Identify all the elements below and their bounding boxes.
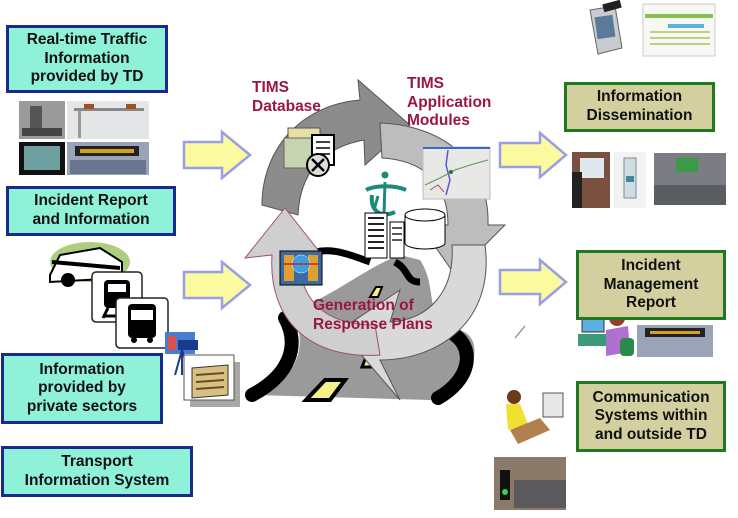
road-sign-photo bbox=[654, 153, 726, 205]
input-label-realtime-traffic: Real-time Traffic Information provided b… bbox=[26, 31, 148, 86]
tims-database-label: TIMS Database bbox=[252, 79, 321, 115]
decorative-line bbox=[514, 325, 526, 339]
gantry-sign-photo bbox=[67, 101, 149, 139]
flow-arrow-input-1 bbox=[182, 129, 252, 181]
input-box-incident-report: Incident Report and Information bbox=[6, 186, 176, 236]
output-label-communication-systems: Communication Systems within and outside… bbox=[592, 388, 710, 443]
database-cylinder-icon bbox=[404, 208, 446, 250]
server-icon bbox=[364, 212, 405, 259]
input-label-transport-info-system: Transport Information System bbox=[24, 452, 170, 489]
output-box-incident-management: Incident Management Report bbox=[576, 250, 726, 320]
traffic-camera-feed-photo bbox=[19, 142, 65, 175]
input-label-private-sectors: Information provided by private sectors bbox=[26, 360, 138, 415]
output-label-incident-management: Incident Management Report bbox=[603, 257, 699, 312]
cycle-arrow-response bbox=[339, 244, 487, 401]
video-camera-icon bbox=[165, 332, 198, 376]
input-box-realtime-traffic: Real-time Traffic Information provided b… bbox=[6, 25, 168, 93]
output-box-info-dissemination: Information Dissemination bbox=[564, 82, 715, 132]
traffic-light-photo bbox=[494, 457, 566, 510]
network-globe-icon bbox=[279, 250, 323, 286]
database-files-icon bbox=[283, 127, 335, 177]
website-screenshot bbox=[642, 3, 716, 57]
tims-modules-label: TIMS Application Modules bbox=[407, 75, 492, 130]
cycle-arrow-database bbox=[261, 78, 411, 216]
cycle-arrow-feedback bbox=[243, 207, 381, 356]
cycle-arrow-modules bbox=[379, 122, 507, 276]
map-screenshot bbox=[422, 146, 491, 200]
input-label-incident-report: Incident Report and Information bbox=[32, 192, 150, 228]
output-label-info-dissemination: Information Dissemination bbox=[586, 88, 693, 124]
call-centre-operator-icon bbox=[506, 390, 564, 444]
input-box-transport-info-system: Transport Information System bbox=[1, 446, 193, 497]
flow-arrow-output-2 bbox=[498, 257, 568, 307]
flow-arrow-output-1 bbox=[498, 130, 568, 180]
input-box-private-sectors: Information provided by private sectors bbox=[1, 353, 163, 424]
variable-message-sign-photo bbox=[67, 142, 149, 175]
kiosk-photo bbox=[572, 152, 646, 208]
newspaper-icon bbox=[183, 354, 240, 407]
bus-icon bbox=[115, 297, 169, 349]
td-logo-icon bbox=[365, 171, 407, 217]
flow-arrow-input-2 bbox=[182, 259, 252, 311]
output-box-communication-systems: Communication Systems within and outside… bbox=[576, 381, 726, 452]
variable-message-sign-photo-2 bbox=[637, 325, 713, 357]
pda-device-photo bbox=[589, 0, 623, 55]
response-plans-label: Generation of Response Plans bbox=[313, 297, 433, 333]
cctv-camera-photo bbox=[19, 101, 65, 139]
